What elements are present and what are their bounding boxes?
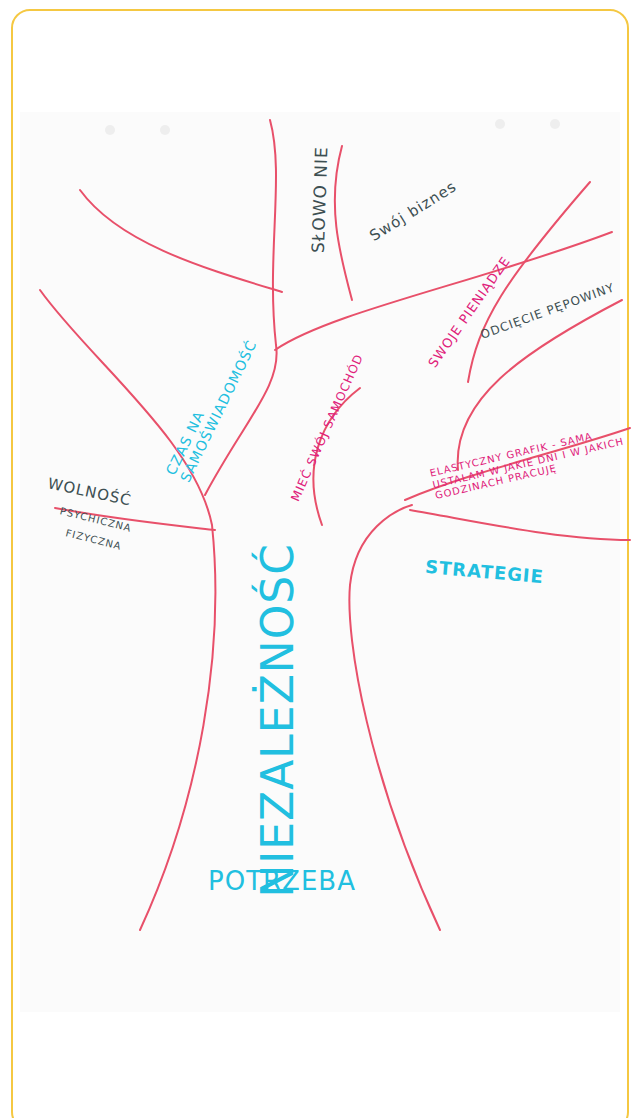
card-border xyxy=(12,10,628,1118)
branch-label: SŁOWO NIE xyxy=(308,146,331,253)
tree-branches xyxy=(40,120,630,930)
need-label: POTRZEBA xyxy=(208,867,356,897)
punch-hole xyxy=(495,119,505,129)
need-name: NIEZALEŻNOŚĆ xyxy=(253,543,304,898)
punch-hole xyxy=(105,125,115,135)
paper-sheet xyxy=(20,112,620,1012)
punch-hole xyxy=(550,119,560,129)
punch-hole xyxy=(160,125,170,135)
